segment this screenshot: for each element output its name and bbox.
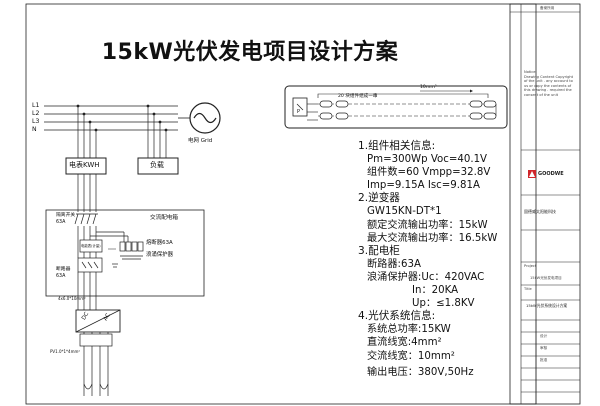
title-block-row: 批准 xyxy=(540,358,548,362)
pv-module xyxy=(319,100,333,108)
array-inverter-tag: P xyxy=(297,109,301,115)
module-spec-line: Pm=300Wp Voc=40.1V xyxy=(367,154,488,166)
line-label-l1: L1 xyxy=(32,102,40,109)
project-name: 15kW光伏发电项目 xyxy=(530,276,562,280)
grid-label: 电网 Grid xyxy=(188,138,213,144)
breaker-label: 断路器 63A xyxy=(56,267,71,279)
line-label-n: N xyxy=(32,126,37,133)
cabinet-spec-line: 浪涌保护器:Uc：420VAC xyxy=(367,271,485,283)
drawing-name: 15kW光伏系统设计方案 xyxy=(526,303,568,308)
system-spec-line: 直流线宽:4mm² xyxy=(367,337,442,349)
pv-module xyxy=(483,100,497,108)
system-spec-line: 系统总功率:15KW xyxy=(367,324,451,336)
pv-module xyxy=(483,112,497,120)
pv-cable-label: PV1.0*1*4mm² xyxy=(50,349,80,354)
title-block-row: 审核 xyxy=(540,346,548,350)
cabinet-spec-line: In：20KA xyxy=(412,285,459,297)
load-box xyxy=(137,157,179,175)
isolation-switch-label: 隔离开关 63A xyxy=(56,213,76,225)
surge-protector-symbol xyxy=(119,241,144,260)
grid-source-icon xyxy=(178,102,221,134)
array-cable-label: 10mm² xyxy=(420,85,437,90)
company-name: 固德威太阳能科技 xyxy=(524,209,556,214)
copyright-notice: Notice: Drawing Content Copyright of the… xyxy=(524,70,574,97)
fuse-label: 熔断器63A xyxy=(146,240,173,246)
pv-array-box xyxy=(284,85,508,129)
sheet-border xyxy=(25,3,537,405)
surge-protector-label: 浪涌保护器 xyxy=(146,252,173,258)
meter-box xyxy=(65,157,107,175)
spec-info-block: 1.组件相关信息: Pm=300Wp Voc=40.1V 组件数=60 Vmpp… xyxy=(358,140,508,379)
ac-distribution-box xyxy=(45,209,205,297)
inverter-spec-line: 额定交流输出功率：15kW xyxy=(367,219,488,231)
title-block-header: 备案所用 xyxy=(540,6,555,10)
inverter-spec-line: GW15KN-DT*1 xyxy=(367,206,442,218)
section-inverter-heading: 2.逆变器 xyxy=(358,192,400,205)
cabinet-spec-line: 断路器:63A xyxy=(367,258,421,270)
grid-bus xyxy=(44,105,178,131)
drawing-label: Title xyxy=(524,287,532,291)
pv-module xyxy=(469,100,483,108)
inverter-spec-line: 最大交流输出功率：16.5kW xyxy=(367,232,498,244)
page-title: 15kW光伏发电项目设计方案 xyxy=(101,40,399,65)
module-spec-line: 组件数=60 Vmpp=32.8V xyxy=(367,167,491,179)
project-label: Project xyxy=(524,264,537,268)
sub-meter-box xyxy=(79,239,103,253)
line-label-l3: L3 xyxy=(32,118,40,125)
pv-module xyxy=(335,100,349,108)
title-block-frame xyxy=(509,3,581,405)
load-label: 负载 xyxy=(150,161,164,169)
section-system-heading: 4.光伏系统信息: xyxy=(358,310,436,323)
sub-meter-label: 电能表(计量) xyxy=(81,244,101,248)
section-cabinet-heading: 3.配电柜 xyxy=(358,244,400,257)
goodwe-logo xyxy=(528,170,536,178)
pv-module xyxy=(469,112,483,120)
array-title: 20 块组件组成一串 xyxy=(338,94,378,99)
module-spec-line: Imp=9.15A Isc=9.81A xyxy=(367,180,480,192)
cabinet-spec-line: Up：≤1.8KV xyxy=(412,298,475,310)
ac-box-title: 交流配电箱 xyxy=(150,215,178,221)
pv-module xyxy=(335,112,349,120)
pv-modules xyxy=(318,100,497,120)
brand-name: GOODWE xyxy=(538,171,564,177)
system-spec-line: 输出电压：380V,50Hz xyxy=(367,366,474,378)
system-spec-line: 交流线宽：10mm² xyxy=(367,350,455,362)
line-label-l2: L2 xyxy=(32,110,40,117)
inverter-symbol xyxy=(75,309,121,333)
section-modules-heading: 1.组件相关信息: xyxy=(358,140,436,152)
meter-label: 电表KWH xyxy=(69,161,100,169)
title-block-row: 设计 xyxy=(540,334,548,338)
pv-module xyxy=(319,112,333,120)
breaker-symbol xyxy=(77,257,103,310)
ac-cable-label: 4x6.0*10mm² xyxy=(58,296,86,301)
